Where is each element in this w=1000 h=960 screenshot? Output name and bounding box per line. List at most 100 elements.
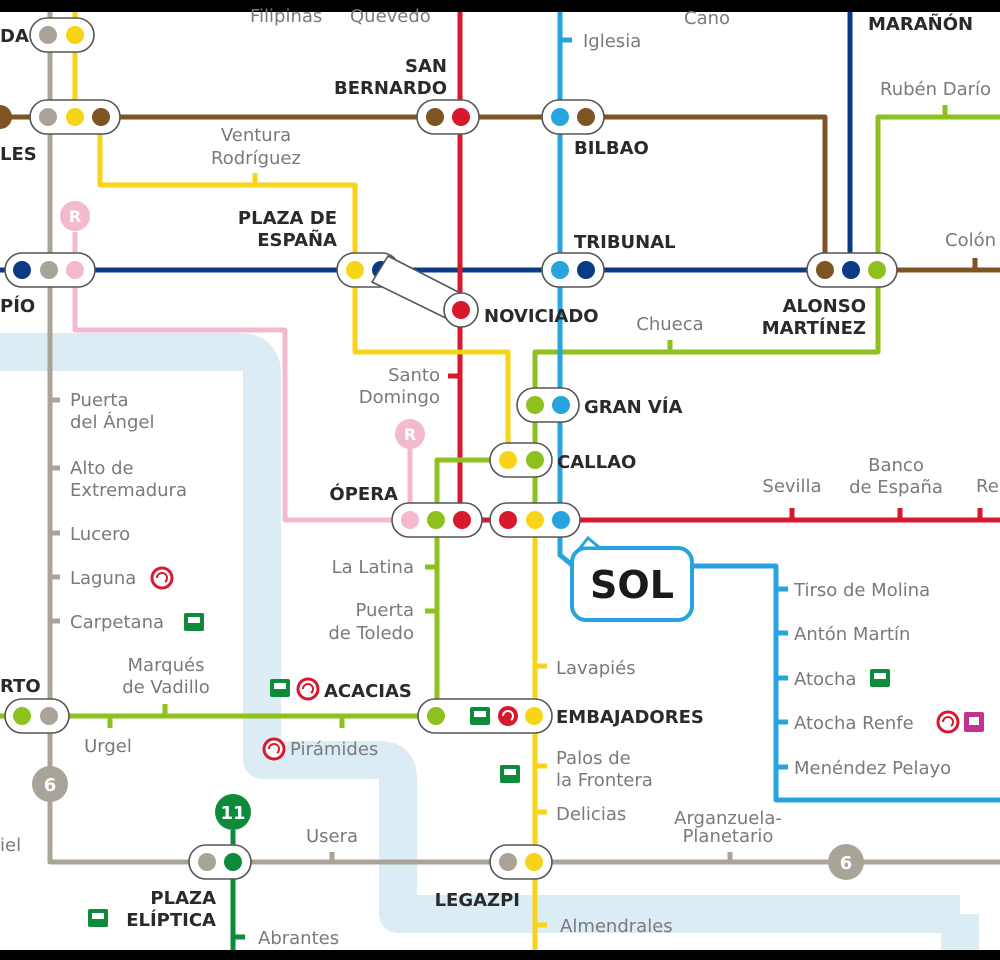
bus-icon [270, 679, 290, 697]
station-label-la-latina: La Latina [332, 557, 414, 578]
station-label-laguna: Laguna [70, 568, 136, 589]
line-4-north [0, 114, 828, 270]
station-label-abrantes: Abrantes [258, 928, 339, 949]
station-label-urgel: Urgel [84, 736, 132, 757]
station-label-alonso-martinez-2: MARTÍNEZ [762, 317, 866, 339]
train-icon [964, 712, 984, 732]
station-label-acacias: ACACIAS [324, 681, 412, 702]
station-label-callao: CALLAO [557, 452, 636, 473]
station-rto[interactable] [4, 698, 70, 734]
station-label-puerta-angel-2: del Ángel [70, 411, 154, 433]
station-label-alto-1: Alto de [70, 458, 134, 479]
svg-text:R: R [404, 425, 416, 444]
station-label-bilbao: BILBAO [574, 138, 649, 159]
station-name-sol: SOL [590, 563, 674, 607]
station-label-gran-via: GRAN VÍA [584, 396, 683, 418]
station-label-puerta-angel-1: Puerta [70, 390, 129, 411]
svg-text:6: 6 [840, 853, 853, 874]
station-label-legazpi: LEGAZPI [435, 890, 520, 911]
station-label-maranon: MARAÑÓN [868, 12, 973, 35]
station-label-sevilla: Sevilla [762, 476, 821, 497]
station-bilbao[interactable] [541, 99, 605, 135]
station-label-alonso-martinez-1: ALONSO [783, 296, 866, 317]
station-label-iglesia: Iglesia [583, 31, 641, 52]
station-label-santo-domingo-1: Santo [388, 365, 440, 386]
river [0, 333, 960, 933]
station-label-les: LES [0, 144, 37, 165]
station-label-palos-2: la Frontera [556, 770, 653, 791]
station-label-ruben: Rubén Darío [880, 79, 991, 100]
line-11-badge: 11 [215, 794, 251, 830]
station-noviciado[interactable] [443, 292, 479, 328]
station-opera[interactable] [391, 502, 483, 538]
station-label-palos-1: Palos de [556, 748, 631, 769]
station-gran-via[interactable] [516, 387, 580, 423]
station-label-carpetana: Carpetana [70, 612, 164, 633]
bus-icon [470, 707, 490, 725]
line-6-badge-east: 6 [828, 844, 864, 880]
cercanias-icon [296, 677, 320, 701]
station-label-alto-2: Extremadura [70, 480, 187, 501]
bus-icon [870, 669, 890, 687]
station-label-menendez: Menéndez Pelayo [794, 758, 951, 779]
station-label-puerta-toledo-1: Puerta [355, 600, 414, 621]
station-label-san-bernardo-2: BERNARDO [334, 78, 447, 99]
station-label-ventura-2: Rodríguez [211, 148, 301, 169]
station-label-quevedo: Quevedo [350, 6, 431, 27]
station-san-bernardo[interactable] [416, 99, 480, 135]
station-alonso-martinez[interactable] [806, 252, 898, 288]
bus-icon [500, 765, 520, 783]
station-label-santo-domingo-2: Domingo [359, 387, 440, 408]
station-label-tribunal: TRIBUNAL [574, 232, 676, 253]
line-1-south [690, 563, 1000, 803]
bus-icon [184, 613, 204, 631]
station-label-banco-1: Banco [868, 455, 924, 476]
station-label-arganzuela-2: Planetario [683, 826, 774, 847]
svg-text:6: 6 [44, 775, 57, 796]
station-label-almendrales: Almendrales [560, 916, 673, 937]
station-pio[interactable] [4, 252, 96, 288]
station-label-filipinas: Filipinas [250, 6, 322, 27]
station-label-colon: Colón [945, 230, 996, 251]
station-label-iel: iel [0, 835, 21, 856]
station-label-opera: ÓPERA [329, 483, 398, 505]
station-label-pio: PÍO [0, 295, 35, 317]
station-label-ventura-1: Ventura [221, 125, 291, 146]
station-callao[interactable] [489, 442, 553, 478]
station-label-chueca: Chueca [636, 314, 703, 335]
cercanias-icon [150, 566, 174, 590]
line-6-badge-west: 6 [32, 766, 68, 802]
station-label-delicias: Delicias [556, 804, 626, 825]
station-label-marques-2: de Vadillo [122, 677, 210, 698]
station-label-tirso: Tirso de Molina [793, 580, 930, 601]
station-label-arganzuela-1: Arganzuela- [674, 808, 782, 829]
station-da[interactable] [29, 17, 95, 53]
map-canvas [0, 12, 1000, 950]
station-label-banco-2: de España [849, 477, 943, 498]
svg-text:R: R [69, 207, 81, 226]
station-label-da: DA [0, 26, 29, 47]
station-label-lavapies: Lavapiés [556, 658, 636, 679]
station-legazpi[interactable] [489, 844, 553, 880]
station-label-san-bernardo-1: SAN [405, 56, 447, 77]
cercanias-icon [262, 737, 286, 761]
station-label-re: Re [976, 476, 999, 497]
station-plaza-eliptica[interactable] [188, 844, 252, 880]
bus-icon [88, 909, 108, 927]
station-label-anton-martin: Antón Martín [794, 624, 910, 645]
station-label-cano: Cano [684, 8, 730, 29]
station-label-atocha: Atocha [794, 669, 856, 690]
station-les[interactable] [0, 99, 121, 135]
station-label-lucero: Lucero [70, 524, 130, 545]
station-label-plaza-eliptica-1: PLAZA [150, 888, 216, 909]
line-5-south [0, 457, 535, 719]
station-sol-dots[interactable] [489, 502, 581, 538]
sol-box[interactable]: SOL [570, 535, 694, 622]
station-label-puerta-toledo-2: de Toledo [328, 623, 414, 644]
station-tribunal[interactable] [541, 252, 605, 288]
station-label-piramides: Pirámides [290, 739, 378, 760]
ramal-badge-opera: R [395, 419, 425, 449]
station-label-rto: RTO [0, 676, 41, 697]
station-label-plaza-espana-2: ESPAÑA [257, 228, 337, 251]
